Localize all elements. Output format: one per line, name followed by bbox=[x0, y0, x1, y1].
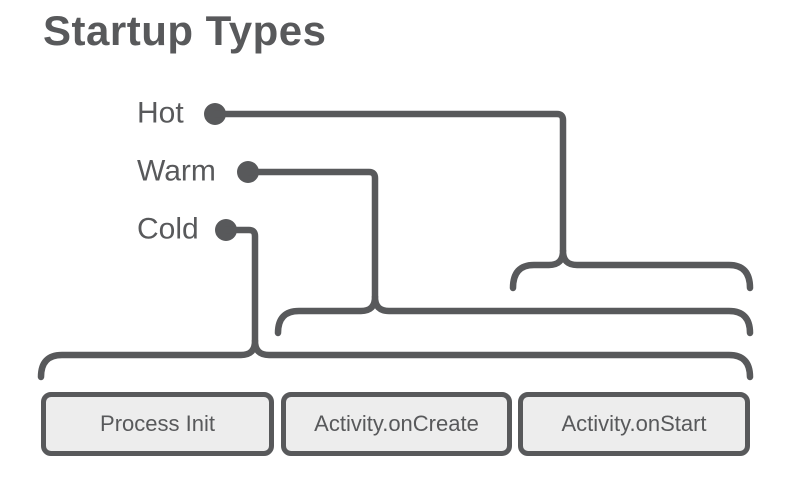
phase-box-label: Activity.onStart bbox=[561, 411, 707, 436]
phase-box-activity-oncreate: Activity.onCreate bbox=[281, 392, 512, 456]
phase-box-label: Process Init bbox=[100, 411, 215, 436]
cold-brace bbox=[37, 337, 754, 381]
row-label-cold: Cold bbox=[137, 212, 199, 246]
phase-box-process-init: Process Init bbox=[41, 392, 274, 456]
warm-connector-line bbox=[244, 168, 379, 301]
page-title: Startup Types bbox=[43, 7, 327, 54]
warm-brace bbox=[274, 293, 754, 337]
hot-brace bbox=[509, 247, 754, 292]
phase-box-activity-onstart: Activity.onStart bbox=[518, 392, 750, 456]
row-label-hot: Hot bbox=[137, 96, 184, 130]
row-label-warm: Warm bbox=[137, 154, 216, 188]
cold-connector-line bbox=[222, 226, 259, 345]
phase-box-label: Activity.onCreate bbox=[314, 411, 479, 436]
hot-connector-line bbox=[211, 110, 567, 255]
